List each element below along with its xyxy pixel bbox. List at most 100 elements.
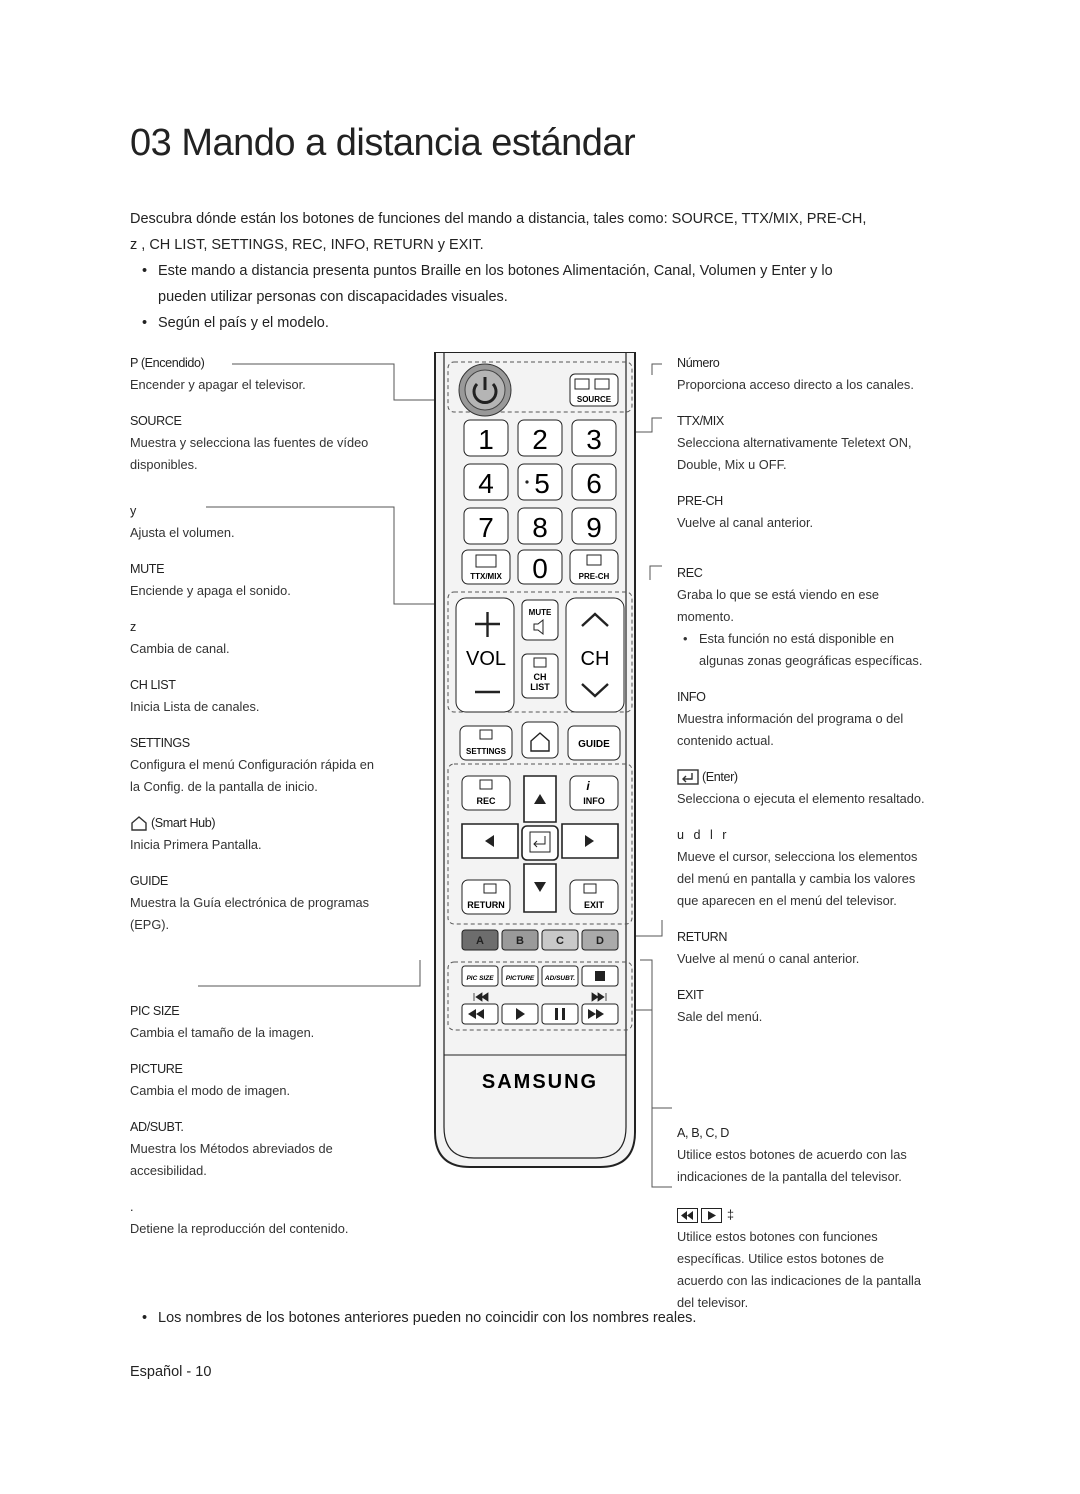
guide-button[interactable]: GUIDE <box>567 725 621 761</box>
mute-button[interactable]: MUTE <box>521 599 559 641</box>
direction-desc: que aparecen en el menú del televisor. <box>677 893 897 908</box>
rewind-button[interactable] <box>461 1003 499 1025</box>
return-button[interactable]: RETURN <box>461 879 511 915</box>
media-desc: acuerdo con las indicaciones de la panta… <box>677 1273 922 1288</box>
info-label: INFO <box>583 796 605 806</box>
picsize-heading: PIC SIZE <box>130 1004 180 1018</box>
prech-label: PRE-CH <box>579 572 610 581</box>
power-button[interactable] <box>458 363 512 417</box>
direction-desc: Mueve el cursor, selecciona los elemento… <box>677 849 918 864</box>
picsize-label: PIC SIZE <box>466 975 494 982</box>
ttx-label: TTX/MIX <box>470 572 502 581</box>
source-desc: Muestra y selecciona las fuentes de víde… <box>130 435 369 450</box>
volume-rocker[interactable]: VOL <box>455 597 515 713</box>
picture-button[interactable]: PICTURE <box>501 965 539 987</box>
digit-key[interactable]: 6 <box>571 463 617 501</box>
footer-note: Los nombres de los botones anteriores pu… <box>130 1310 1080 1326</box>
channel-rocker[interactable]: CH <box>565 597 625 713</box>
digit-label: 1 <box>478 424 494 455</box>
chlist-button[interactable]: CH LIST <box>521 653 559 699</box>
digit-key[interactable]: 8 <box>517 507 563 545</box>
picsize-button[interactable]: PIC SIZE <box>461 965 499 987</box>
right-descriptions: Número Proporciona acceso directo a los … <box>677 352 957 1314</box>
play-button[interactable] <box>501 1003 539 1025</box>
source-button[interactable]: SOURCE <box>569 373 619 407</box>
smart-hub-button[interactable] <box>521 721 559 759</box>
digit-label: 8 <box>532 512 548 543</box>
ttx-button[interactable]: TTX/MIX <box>461 549 511 585</box>
a-label: A <box>476 935 484 947</box>
rec-label: REC <box>476 796 496 806</box>
info-button[interactable]: i INFO <box>569 775 619 811</box>
stop-heading: . <box>130 1200 134 1214</box>
digit-label: 2 <box>532 424 548 455</box>
guide-label: GUIDE <box>578 739 610 750</box>
channel-desc: Cambia de canal. <box>130 641 230 656</box>
source-heading: SOURCE <box>130 414 182 428</box>
digit-key[interactable]: 7 <box>463 507 509 545</box>
digit-label: 0 <box>532 553 548 584</box>
digit-key[interactable]: 9 <box>571 507 617 545</box>
adsubt-desc: accesibilidad. <box>130 1163 207 1178</box>
digit-key[interactable]: 0 <box>517 549 563 585</box>
intro-line: z , CH LIST, SETTINGS, REC, INFO, RETURN… <box>130 237 484 253</box>
digit-label: 4 <box>478 468 494 499</box>
picture-desc: Cambia el modo de imagen. <box>130 1083 291 1098</box>
exit-button[interactable]: EXIT <box>569 879 619 915</box>
mute-desc: Enciende y apaga el sonido. <box>130 583 291 598</box>
intro-bullet: Según el país y el modelo. <box>130 310 930 336</box>
media-desc: específicas. Utilice estos botones de <box>677 1251 884 1266</box>
page-title: 03 Mando a distancia estándar <box>130 122 636 164</box>
prech-button[interactable]: PRE-CH <box>569 549 619 585</box>
digit-key[interactable]: 1 <box>463 419 509 457</box>
info-desc: Muestra información del programa o del <box>677 711 904 726</box>
rec-heading: REC <box>677 566 703 580</box>
rec-desc: momento. <box>677 609 734 624</box>
digit-label: 7 <box>478 512 494 543</box>
exit-label: EXIT <box>584 900 605 910</box>
chlist-label-1: CH <box>534 672 547 682</box>
fast-forward-button[interactable] <box>581 1003 619 1025</box>
skip-back-icon <box>473 992 489 1002</box>
exit-heading: EXIT <box>677 988 704 1002</box>
dpad-left[interactable] <box>461 823 519 859</box>
prech-heading: PRE-CH <box>677 494 723 508</box>
digit-key[interactable]: 4 <box>463 463 509 501</box>
ttx-heading: TTX/MIX <box>677 414 724 428</box>
b-button[interactable]: B <box>501 929 539 951</box>
dpad-down[interactable] <box>523 863 557 913</box>
rec-button[interactable]: REC <box>461 775 511 811</box>
dpad-up[interactable] <box>523 775 557 823</box>
dpad-right[interactable] <box>561 823 619 859</box>
media-desc: Utilice estos botones con funciones <box>677 1229 878 1244</box>
stop-button[interactable] <box>581 965 619 987</box>
digit-key[interactable]: 3 <box>571 419 617 457</box>
stop-desc: Detiene la reproducción del contenido. <box>130 1221 349 1236</box>
ch-label: CH <box>581 648 610 670</box>
b-label: B <box>516 935 524 947</box>
d-button[interactable]: D <box>581 929 619 951</box>
enter-icon <box>677 769 699 785</box>
smarthub-heading: (Smart Hub) <box>130 812 420 834</box>
digit-label: 9 <box>586 512 602 543</box>
d-label: D <box>596 935 604 947</box>
pause-button[interactable] <box>541 1003 579 1025</box>
settings-button[interactable]: SETTINGS <box>459 725 513 761</box>
a-button[interactable]: A <box>461 929 499 951</box>
settings-label: SETTINGS <box>466 747 507 756</box>
digit-key[interactable]: 5 <box>517 463 563 501</box>
adsubt-button[interactable]: AD/SUBT. <box>541 965 579 987</box>
skip-forward-icon <box>591 992 607 1002</box>
rec-note: algunas zonas geográficas específicas. <box>699 653 923 668</box>
c-button[interactable]: C <box>541 929 579 951</box>
home-icon <box>131 816 147 831</box>
digit-label: 6 <box>586 468 602 499</box>
picture-heading: PICTURE <box>130 1062 183 1076</box>
abcd-desc: indicaciones de la pantalla del televiso… <box>677 1169 902 1184</box>
digit-key[interactable]: 2 <box>517 419 563 457</box>
enter-button[interactable] <box>521 825 559 861</box>
return-label: RETURN <box>467 900 505 910</box>
digit-grid: 1 2 3 4 5 6 7 8 9 TTX/MIX 0 PRE-CH <box>461 419 619 585</box>
abcd-desc: Utilice estos botones de acuerdo con las <box>677 1147 907 1162</box>
adsubt-heading: AD/SUBT. <box>130 1120 184 1134</box>
